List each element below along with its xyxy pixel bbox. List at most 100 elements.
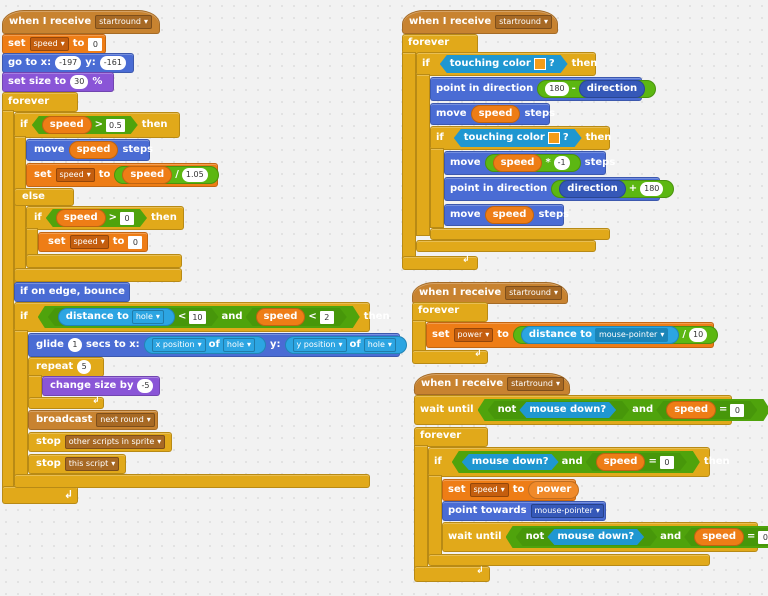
distance-to-reporter[interactable]: distance to mouse-pointer bbox=[520, 326, 680, 344]
threshold-input[interactable]: 0 bbox=[120, 212, 134, 225]
speed-reporter[interactable]: speed bbox=[484, 206, 535, 224]
speed-reporter[interactable]: speed bbox=[470, 105, 521, 123]
and-operator[interactable]: not mouse down? and speed = 0 bbox=[506, 526, 768, 548]
variable-dropdown[interactable]: speed bbox=[469, 483, 509, 497]
repeat-count-input[interactable]: 5 bbox=[77, 360, 92, 374]
message-dropdown[interactable]: startround bbox=[507, 377, 564, 391]
then-label: then bbox=[585, 132, 612, 143]
hat-label: when I receive bbox=[419, 287, 502, 298]
variable-dropdown[interactable]: speed bbox=[55, 168, 95, 182]
target-dropdown[interactable]: mouse-pointer bbox=[594, 328, 669, 342]
not-operator[interactable]: not mouse down? bbox=[488, 401, 630, 419]
message-dropdown[interactable]: startround bbox=[505, 286, 562, 300]
equals-operator[interactable]: speed = 0 bbox=[656, 401, 757, 419]
forever-block[interactable] bbox=[412, 302, 488, 322]
speed-reporter[interactable]: speed bbox=[596, 453, 646, 471]
message-dropdown[interactable]: startround bbox=[95, 15, 152, 29]
forever-block[interactable] bbox=[414, 427, 488, 447]
to-label: to bbox=[497, 329, 509, 340]
goto-label: go to x: bbox=[8, 57, 52, 68]
multiplier-input[interactable]: -1 bbox=[553, 156, 570, 170]
less-than-operator[interactable]: speed < 2 bbox=[246, 308, 347, 326]
message-dropdown[interactable]: next round bbox=[96, 413, 155, 427]
subtract-operator[interactable]: 180 - direction bbox=[537, 80, 657, 98]
speed-reporter[interactable]: speed bbox=[68, 141, 119, 159]
touching-color-sensor[interactable]: touching color ? bbox=[440, 55, 568, 73]
power-reporter[interactable]: power bbox=[528, 481, 580, 499]
mouse-down-sensor[interactable]: mouse down? bbox=[462, 454, 559, 470]
speed-reporter[interactable]: speed bbox=[56, 209, 106, 227]
not-operator[interactable]: not mouse down? bbox=[516, 528, 658, 546]
change-input[interactable]: -5 bbox=[137, 379, 154, 393]
equals-operator[interactable]: speed = 0 bbox=[684, 528, 768, 546]
multiply-operator[interactable]: speed * -1 bbox=[484, 154, 581, 172]
and-operator[interactable]: mouse down? and speed = 0 bbox=[452, 451, 700, 473]
equals-operator[interactable]: speed = 0 bbox=[586, 453, 687, 471]
distance-to-reporter[interactable]: distance to hole bbox=[58, 308, 175, 326]
point-label: point in direction bbox=[450, 183, 548, 194]
x-position-of-reporter[interactable]: x position of hole bbox=[143, 336, 266, 354]
value-input[interactable]: 0 bbox=[758, 531, 768, 544]
gt-label: > bbox=[108, 212, 118, 223]
variable-dropdown[interactable]: speed bbox=[29, 37, 69, 51]
color-swatch[interactable] bbox=[548, 132, 560, 144]
forever-block[interactable] bbox=[2, 92, 78, 112]
divide-operator[interactable]: distance to mouse-pointer / 10 bbox=[512, 326, 719, 344]
forever-label: forever bbox=[408, 37, 450, 48]
y-input[interactable]: -161 bbox=[99, 56, 126, 70]
speed-reporter[interactable]: speed bbox=[122, 166, 173, 184]
change-size-block[interactable] bbox=[42, 376, 160, 396]
speed-reporter[interactable]: speed bbox=[42, 116, 92, 134]
divide-operator[interactable]: speed / 1.05 bbox=[114, 166, 219, 184]
value-input[interactable]: 0 bbox=[660, 456, 674, 469]
target-dropdown[interactable]: hole bbox=[132, 310, 164, 324]
touching-color-sensor[interactable]: touching color ? bbox=[454, 129, 582, 147]
secs-input[interactable]: 1 bbox=[67, 338, 82, 352]
variable-dropdown[interactable]: speed bbox=[69, 235, 109, 249]
and-operator[interactable]: not mouse down? and speed = 0 bbox=[478, 399, 768, 421]
variable-dropdown[interactable]: power bbox=[453, 328, 494, 342]
and-operator[interactable]: distance to hole < 10 and speed < 2 bbox=[38, 306, 360, 328]
value-input[interactable]: 0 bbox=[128, 235, 143, 249]
less-than-operator[interactable]: distance to hole < 10 bbox=[48, 308, 219, 326]
mouse-down-sensor[interactable]: mouse down? bbox=[519, 402, 616, 418]
stop-option-dropdown[interactable]: other scripts in sprite bbox=[64, 435, 166, 449]
size-input[interactable]: 30 bbox=[70, 75, 89, 89]
speed-reporter[interactable]: speed bbox=[492, 154, 543, 172]
sprite-dropdown[interactable]: hole bbox=[223, 338, 255, 352]
attribute-dropdown[interactable]: x position bbox=[152, 338, 206, 352]
x-input[interactable]: -197 bbox=[55, 56, 82, 70]
angle-input[interactable]: 180 bbox=[545, 82, 569, 96]
divisor-input[interactable]: 1.05 bbox=[181, 168, 208, 182]
if-on-edge-bounce-block[interactable] bbox=[14, 282, 130, 302]
greater-than-operator[interactable]: speed > 0.5 bbox=[32, 116, 138, 134]
divisor-input[interactable]: 10 bbox=[688, 328, 708, 342]
angle-input[interactable]: 180 bbox=[640, 182, 664, 196]
y-position-of-reporter[interactable]: y position of hole bbox=[284, 336, 407, 354]
move-label: move bbox=[436, 108, 467, 119]
speed-reporter[interactable]: speed bbox=[694, 528, 744, 546]
direction-reporter[interactable]: direction bbox=[559, 180, 626, 198]
value-input[interactable]: 0 bbox=[88, 37, 103, 51]
message-dropdown[interactable]: startround bbox=[495, 15, 552, 29]
if-arm bbox=[14, 136, 26, 286]
speed-reporter[interactable]: speed bbox=[666, 401, 716, 419]
greater-than-operator[interactable]: speed > 0 bbox=[46, 209, 147, 227]
sprite-dropdown[interactable]: hole bbox=[364, 338, 396, 352]
speed-limit-input[interactable]: 2 bbox=[320, 311, 334, 324]
distance-input[interactable]: 10 bbox=[189, 311, 205, 324]
stop-option-dropdown[interactable]: this script bbox=[64, 457, 120, 471]
mouse-down-sensor[interactable]: mouse down? bbox=[547, 529, 644, 545]
speed-reporter[interactable]: speed bbox=[256, 308, 306, 326]
target-dropdown[interactable]: mouse-pointer bbox=[530, 504, 604, 518]
value-input[interactable]: 0 bbox=[730, 404, 744, 417]
set-label: set bbox=[432, 329, 450, 340]
direction-reporter[interactable]: direction bbox=[578, 80, 646, 98]
attribute-dropdown[interactable]: y position bbox=[293, 338, 347, 352]
threshold-input[interactable]: 0.5 bbox=[106, 119, 125, 132]
minus-label: - bbox=[571, 83, 576, 94]
color-swatch[interactable] bbox=[534, 58, 546, 70]
repeat-label: repeat bbox=[36, 361, 74, 372]
add-operator[interactable]: direction + 180 bbox=[551, 180, 675, 198]
forever-arm bbox=[402, 52, 416, 260]
